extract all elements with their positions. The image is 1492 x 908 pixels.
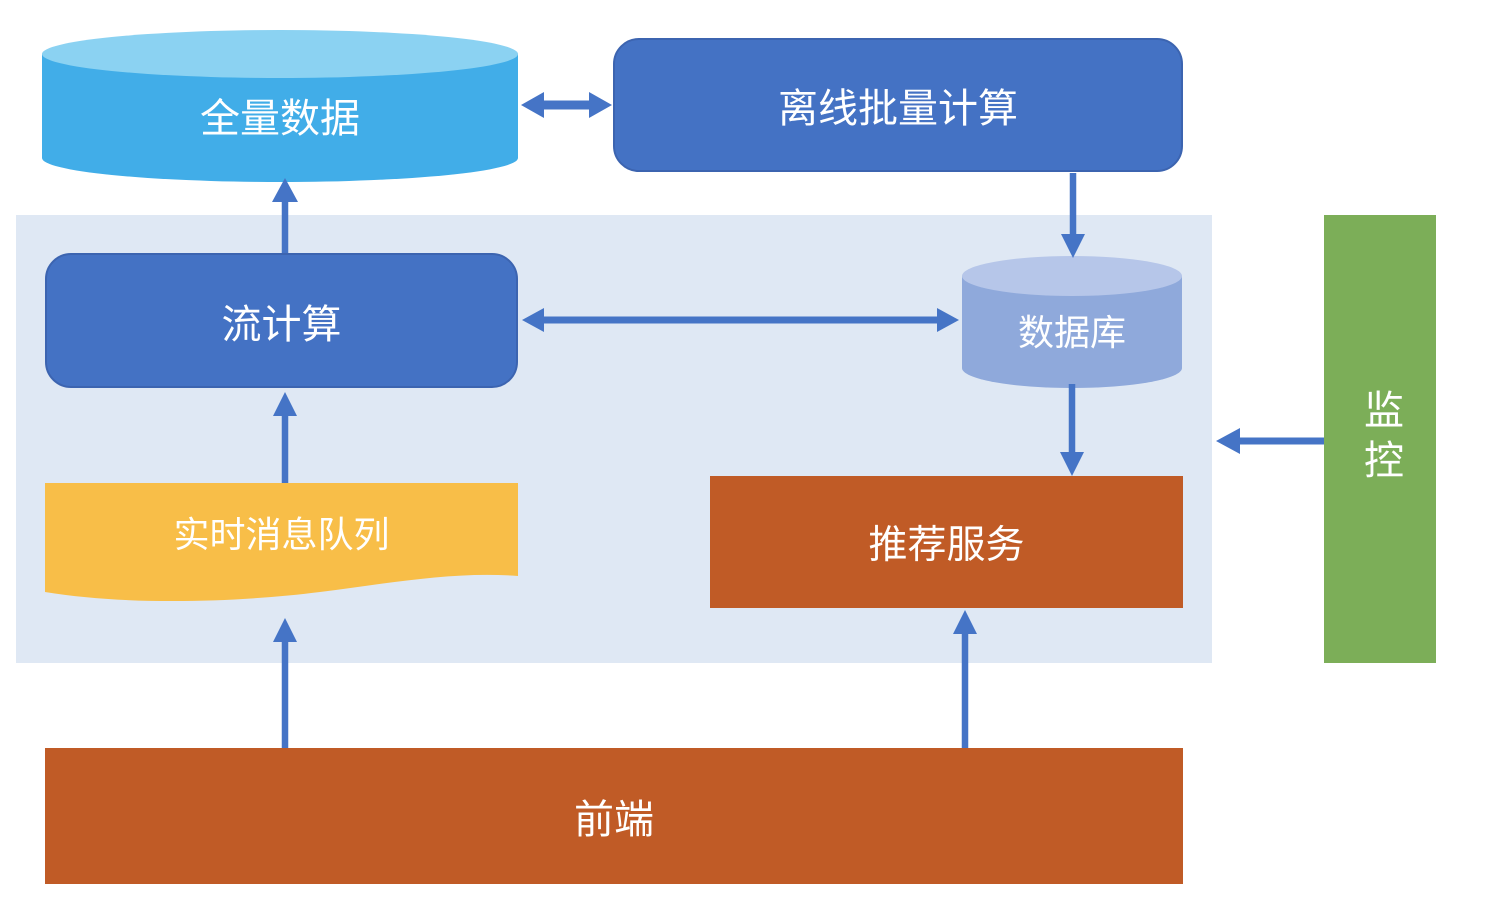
node-recommend-service-label: 推荐服务 bbox=[868, 524, 1025, 567]
database-cylinder bbox=[962, 256, 1182, 388]
node-stream-compute: 流计算 bbox=[45, 253, 518, 388]
arrow-fulldata-offline-two-way bbox=[521, 92, 612, 118]
arrow-database-to-recommend bbox=[1060, 384, 1084, 476]
arrow-frontend-to-queue bbox=[273, 618, 297, 750]
arrow-frontend-to-recommend bbox=[953, 610, 977, 750]
arrow-queue-to-stream bbox=[273, 392, 297, 483]
node-stream-compute-label: 流计算 bbox=[221, 302, 342, 347]
node-monitor: 监控 bbox=[1324, 215, 1436, 663]
arrow-monitor-to-panel bbox=[1216, 428, 1326, 454]
node-frontend: 前端 bbox=[45, 748, 1183, 884]
arrow-offline-to-database bbox=[1061, 173, 1085, 258]
full-data-cylinder bbox=[42, 30, 518, 182]
arrow-stream-to-fulldata bbox=[272, 178, 298, 253]
node-monitor-label: 监控 bbox=[1358, 389, 1402, 489]
arrow-stream-database-two-way bbox=[522, 308, 959, 332]
node-recommend-service: 推荐服务 bbox=[710, 476, 1183, 608]
node-offline-batch-label: 离线批量计算 bbox=[778, 87, 1018, 131]
node-offline-batch: 离线批量计算 bbox=[613, 38, 1183, 172]
realtime-queue-wave-shape bbox=[45, 483, 518, 602]
node-frontend-label: 前端 bbox=[574, 798, 654, 842]
